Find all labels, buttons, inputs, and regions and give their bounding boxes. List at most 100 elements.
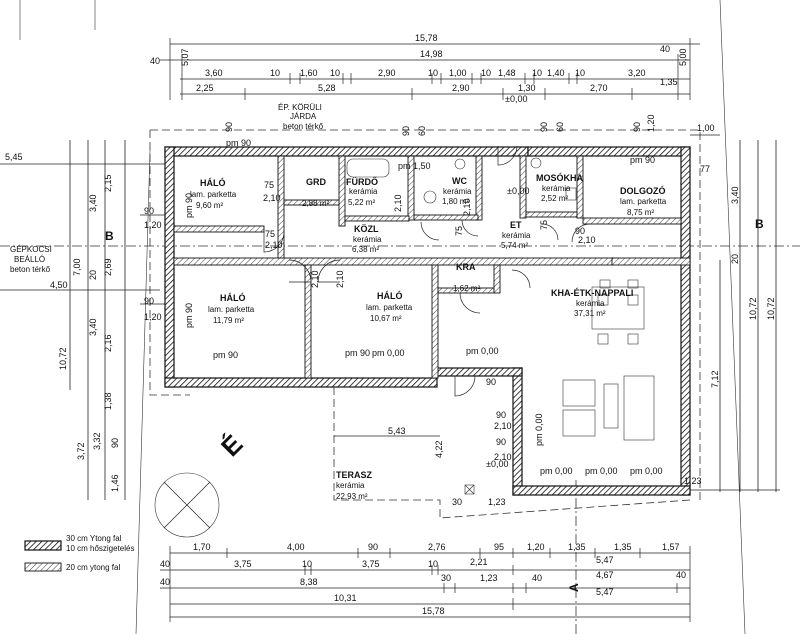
opening-height: 2,10 bbox=[462, 198, 472, 216]
right-dimension-chains: 1,00 77 3,40 20 10,72 10,72 7,12 bbox=[690, 123, 780, 492]
dim-top-row4: 1,35 bbox=[660, 77, 678, 87]
room-area-gard: 2,88 m² bbox=[302, 199, 329, 208]
compass-circle-icon bbox=[154, 472, 220, 538]
dim-bottom-row3: 40 bbox=[676, 570, 686, 580]
parapet-label: pm 0,00 bbox=[585, 466, 618, 476]
window-width: 90 bbox=[539, 122, 549, 132]
dim-top-row3: 1,40 bbox=[547, 68, 565, 78]
opening-height: 2,10 bbox=[494, 452, 512, 462]
toilet-icon bbox=[454, 158, 466, 170]
window-width: 60 bbox=[417, 126, 427, 136]
dim-top-row3: 3,20 bbox=[628, 68, 646, 78]
section-mark-b-right: B bbox=[755, 217, 764, 231]
dim-top-row2: 14,98 bbox=[420, 49, 443, 59]
dim-left: 2,16 bbox=[103, 334, 113, 352]
legend-swatch-exterior-wall bbox=[24, 540, 62, 551]
dim-top-row3: 10 bbox=[330, 68, 340, 78]
dim-bottom-row1: 1,35 bbox=[568, 542, 586, 552]
room-name-halo3: HÁLÓ bbox=[377, 290, 403, 301]
walkway-label: ÉP. KÖRÜLI bbox=[278, 103, 322, 112]
parapet-label: pm 90 bbox=[630, 155, 655, 165]
opening-height: 2,10 bbox=[310, 270, 320, 288]
dim-right: 10,72 bbox=[766, 297, 776, 320]
parapet-label: pm 0,00 bbox=[630, 466, 663, 476]
room-floor-wc: kerámia bbox=[443, 187, 472, 196]
dim-label: 1,23 bbox=[684, 476, 702, 486]
room-area-et: 5,74 m² bbox=[501, 241, 528, 250]
dim-top-row4: 5,28 bbox=[318, 83, 336, 93]
parking-label: GÉPKOCSI bbox=[10, 245, 52, 254]
bottom-dimension-chains: 1,70 4,00 90 2,76 95 1,20 1,35 1,35 1,57… bbox=[160, 542, 691, 622]
dim-top-row3: 3,60 bbox=[205, 68, 223, 78]
dim-left: 20 bbox=[88, 270, 98, 280]
dim-top-row2: 40 bbox=[660, 44, 670, 54]
dim-bottom-row1: 95 bbox=[494, 542, 504, 552]
opening-width: 90 bbox=[575, 226, 585, 236]
window-width: 60 bbox=[555, 122, 565, 132]
legend-label: 20 cm ytong fal bbox=[66, 563, 120, 572]
room-floor-kozl: kerámia bbox=[353, 235, 382, 244]
legend-label: 10 cm hőszigetelés bbox=[66, 544, 134, 553]
dim-top-row3: 10 bbox=[532, 68, 542, 78]
room-floor-et: kerámia bbox=[502, 231, 531, 240]
room-area-wc: 1,80 m² bbox=[442, 197, 469, 206]
terrace-depth: 4,22 bbox=[434, 440, 444, 458]
dim-bottom-row3: 1,23 bbox=[480, 573, 498, 583]
legend: 30 cm Ytong fal 10 cm hőszigetelés 20 cm… bbox=[24, 534, 134, 572]
room-area-halo3: 10,67 m² bbox=[370, 314, 402, 323]
section-mark-b-left: B bbox=[105, 229, 114, 243]
room-name-mosokonyha: MOSÓKHA bbox=[536, 172, 584, 183]
dim-bottom-row1: 1,35 bbox=[614, 542, 632, 552]
dim-top-side: 5,07 bbox=[180, 48, 190, 66]
washbasin-icon bbox=[530, 157, 542, 169]
sofa-icon bbox=[623, 375, 655, 441]
dim-left: 3,72 bbox=[76, 442, 86, 460]
dim-bottom-row1: 1,57 bbox=[662, 542, 680, 552]
room-area-nappali: 37,31 m² bbox=[574, 309, 606, 318]
room-floor-furdo1: kerámia bbox=[349, 187, 378, 196]
opening-height: 2,10 bbox=[578, 235, 596, 245]
dim-left: 3,32 bbox=[92, 432, 102, 450]
dim-top-row3: 10 bbox=[575, 68, 585, 78]
room-name-dolgozo: DOLGOZÓ bbox=[620, 185, 666, 196]
opening-width: 90 bbox=[496, 437, 506, 447]
opening-annotations: pm 90 pm 90 pm 1,50 pm 90 pm 90 pm 0,00 … bbox=[184, 114, 702, 507]
dim-bottom-row2: 10 bbox=[302, 559, 312, 569]
window-width: 90 bbox=[632, 122, 642, 132]
washing-machine-icon bbox=[565, 187, 577, 201]
opening-width: 75 bbox=[264, 180, 274, 190]
parking-floor: beton térkő bbox=[10, 265, 51, 274]
dim-bottom-row3: 4,67 bbox=[596, 570, 614, 580]
interior-walls bbox=[173, 155, 691, 379]
dim-bottom-row1: 90 bbox=[368, 542, 378, 552]
dim-top-row3: 10 bbox=[270, 68, 280, 78]
dim-left: 3,40 bbox=[88, 318, 98, 336]
room-name-nappali: KHA-ÉTK-NAPPALI bbox=[551, 288, 633, 298]
parapet-label: pm 90 bbox=[184, 303, 194, 328]
dim-left: 90 bbox=[144, 206, 154, 216]
door-swings bbox=[263, 145, 591, 397]
top-dimension-chains: 15,78 40 14,98 40 5,07 5,00 3,60 10 1,60… bbox=[150, 33, 700, 100]
dim-bottom-row2: 5,47 bbox=[596, 555, 614, 565]
armchair-icon bbox=[562, 379, 596, 407]
dim-bottom-row3: 30 bbox=[441, 573, 451, 583]
room-area-halo2: 11,79 m² bbox=[213, 316, 244, 325]
dim-bottom-row3: 8,38 bbox=[300, 577, 318, 587]
dim-bottom-row3: 40 bbox=[532, 573, 542, 583]
room-floor-halo1: lam. parketta bbox=[190, 190, 237, 199]
dim-top-row3: 2,90 bbox=[378, 68, 396, 78]
parapet-label: pm 90 bbox=[345, 348, 370, 358]
dim-bottom-row2: 3,75 bbox=[234, 559, 252, 569]
left-dimension-chains: 5,45 2,15 3,40 20 2,69 7,00 90 1,20 4,50… bbox=[0, 140, 165, 500]
dim-right: 7,12 bbox=[710, 370, 720, 388]
room-name-kozl: KÖZL bbox=[354, 224, 379, 234]
room-area-terasz: 22,93 m² bbox=[336, 492, 368, 501]
dim-right: 3,40 bbox=[730, 186, 740, 204]
level-mark: ±0,00 bbox=[507, 186, 529, 196]
parapet-label: pm 0,00 bbox=[466, 346, 499, 356]
dim-left: 1,46 bbox=[110, 474, 120, 492]
dining-table-icon bbox=[591, 286, 645, 330]
dim-left: 7,00 bbox=[72, 258, 82, 276]
parapet-label: pm 0,00 bbox=[540, 466, 573, 476]
window-width: 1,20 bbox=[646, 114, 656, 132]
